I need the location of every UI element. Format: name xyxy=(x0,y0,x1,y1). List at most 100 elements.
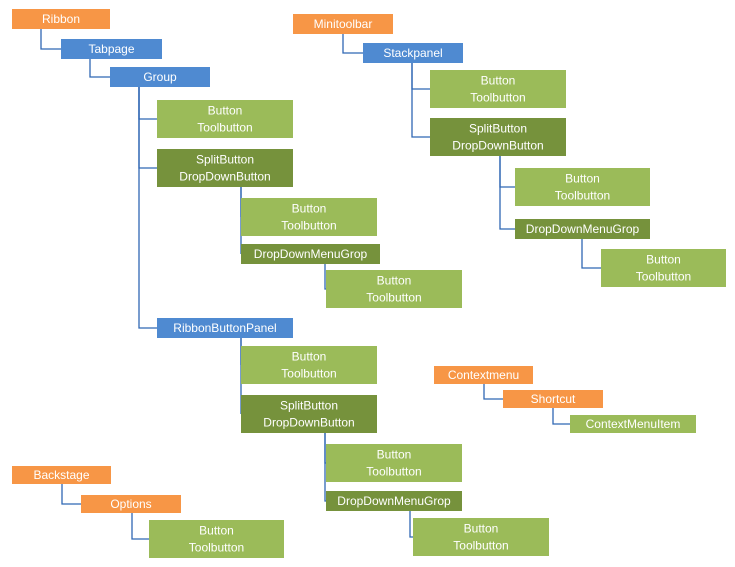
node-group-split-button-label-1: Button xyxy=(292,202,327,216)
connector-ribbon-to-tabpage xyxy=(40,29,61,50)
node-group-box xyxy=(110,67,210,87)
node-options-button-box xyxy=(149,520,284,558)
node-minitoolbar-label-1: Minitoolbar xyxy=(314,17,373,31)
connector-stack-splitbutton-to-stack-split-button xyxy=(499,156,515,188)
node-stack-ddmg-button-box xyxy=(601,249,726,287)
node-options-label-1: Options xyxy=(110,497,151,511)
node-contextmenu: Contextmenu xyxy=(434,366,533,384)
node-shortcut-box xyxy=(503,390,603,408)
node-rbp-box xyxy=(157,318,293,338)
node-stack-ddmg-box xyxy=(515,219,650,239)
node-group-ddmg-button-label-1: Button xyxy=(377,274,412,288)
node-group-button-label-1: Button xyxy=(208,104,243,118)
node-rbp-ddmg-label-1: DropDownMenuGrop xyxy=(337,494,451,508)
connector-backstage-to-options xyxy=(61,484,81,505)
node-contextmenu-box xyxy=(434,366,533,384)
connector-stack-splitbutton-to-stack-ddmg xyxy=(499,156,515,230)
connector-options-to-options-button xyxy=(131,513,149,540)
connector-rbp-ddmg-to-rbp-ddmg-button xyxy=(409,511,413,538)
node-group-button-box xyxy=(157,100,293,138)
node-stackpanel: Stackpanel xyxy=(363,43,463,63)
connector-stack-ddmg-to-stack-ddmg-button xyxy=(581,239,601,269)
node-group-split-button-box xyxy=(241,198,377,236)
node-rbp-label-1: RibbonButtonPanel xyxy=(173,321,276,335)
node-stackpanel-box xyxy=(363,43,463,63)
connector-minitoolbar-to-stackpanel xyxy=(342,34,363,54)
connector-stackpanel-to-stack-button xyxy=(411,63,430,90)
node-group-splitbutton-box xyxy=(157,149,293,187)
node-shortcut: Shortcut xyxy=(503,390,603,408)
node-stack-splitbutton-label-1: SplitButton xyxy=(469,122,527,136)
node-group-label-1: Group xyxy=(143,70,177,84)
node-stack-split-button-box xyxy=(515,168,650,206)
node-options-button-label-1: Button xyxy=(199,524,234,538)
node-contextmenu-label-1: Contextmenu xyxy=(448,368,519,382)
node-rbp-button-label-2: Toolbutton xyxy=(281,367,336,381)
connector-group-to-group-button xyxy=(138,87,157,120)
node-rbp-split-button-box xyxy=(326,444,462,482)
node-rbp: RibbonButtonPanel xyxy=(157,318,293,338)
node-rbp-split-button-label-2: Toolbutton xyxy=(366,465,421,479)
node-stack-split-button-label-2: Toolbutton xyxy=(555,189,610,203)
node-ribbon-label-1: Ribbon xyxy=(42,12,80,26)
node-tabpage: Tabpage xyxy=(61,39,162,59)
node-rbp-splitbutton-label-1: SplitButton xyxy=(280,399,338,413)
node-group-button-label-2: Toolbutton xyxy=(197,121,252,135)
connector-contextmenu-to-shortcut xyxy=(483,384,503,400)
node-stack-splitbutton-label-2: DropDownButton xyxy=(452,139,543,153)
node-group-splitbutton-label-1: SplitButton xyxy=(196,153,254,167)
node-group-ddmg-button-label-2: Toolbutton xyxy=(366,291,421,305)
node-backstage-label-1: Backstage xyxy=(33,468,89,482)
connector-shortcut-to-contextmenuitem xyxy=(552,408,570,425)
node-rbp-ddmg-box xyxy=(326,491,462,511)
node-stack-button-box xyxy=(430,70,566,108)
node-backstage: Backstage xyxy=(12,466,111,484)
node-rbp-split-button-label-1: Button xyxy=(377,448,412,462)
connector-group-to-group-splitbutton xyxy=(138,87,157,169)
node-stack-splitbutton-box xyxy=(430,118,566,156)
node-group-ddmg: DropDownMenuGrop xyxy=(241,244,380,264)
connectors-layer xyxy=(40,29,601,540)
node-stack-button-label-2: Toolbutton xyxy=(470,91,525,105)
node-stack-button-label-1: Button xyxy=(481,74,516,88)
node-stack-ddmg: DropDownMenuGrop xyxy=(515,219,650,239)
node-minitoolbar: Minitoolbar xyxy=(293,14,393,34)
connector-group-ddmg-to-group-ddmg-button xyxy=(324,264,326,290)
node-rbp-ddmg-button-box xyxy=(413,518,549,556)
node-stack-ddmg-button-label-1: Button xyxy=(646,253,681,267)
node-rbp-splitbutton-label-2: DropDownButton xyxy=(263,416,354,430)
node-contextmenuitem-box xyxy=(570,415,696,433)
node-stack-split-button-label-1: Button xyxy=(565,172,600,186)
connector-rbp-splitbutton-to-rbp-ddmg xyxy=(324,433,326,502)
node-group: Group xyxy=(110,67,210,87)
node-group-split-button-label-2: Toolbutton xyxy=(281,219,336,233)
nodes-layer: RibbonTabpageGroupButtonToolbuttonSplitB… xyxy=(12,9,726,558)
node-options: Options xyxy=(81,495,181,513)
node-contextmenuitem-label-1: ContextMenuItem xyxy=(586,417,681,431)
node-options-box xyxy=(81,495,181,513)
node-rbp-ddmg-button-label-2: Toolbutton xyxy=(453,539,508,553)
node-stack-ddmg-button-label-2: Toolbutton xyxy=(636,270,691,284)
node-rbp-button-box xyxy=(241,346,377,384)
node-rbp-ddmg: DropDownMenuGrop xyxy=(326,491,462,511)
node-ribbon: Ribbon xyxy=(12,9,110,29)
node-tabpage-box xyxy=(61,39,162,59)
node-group-ddmg-button-box xyxy=(326,270,462,308)
node-group-splitbutton-label-2: DropDownButton xyxy=(179,170,270,184)
node-group-ddmg-box xyxy=(241,244,380,264)
node-stackpanel-label-1: Stackpanel xyxy=(383,46,442,60)
